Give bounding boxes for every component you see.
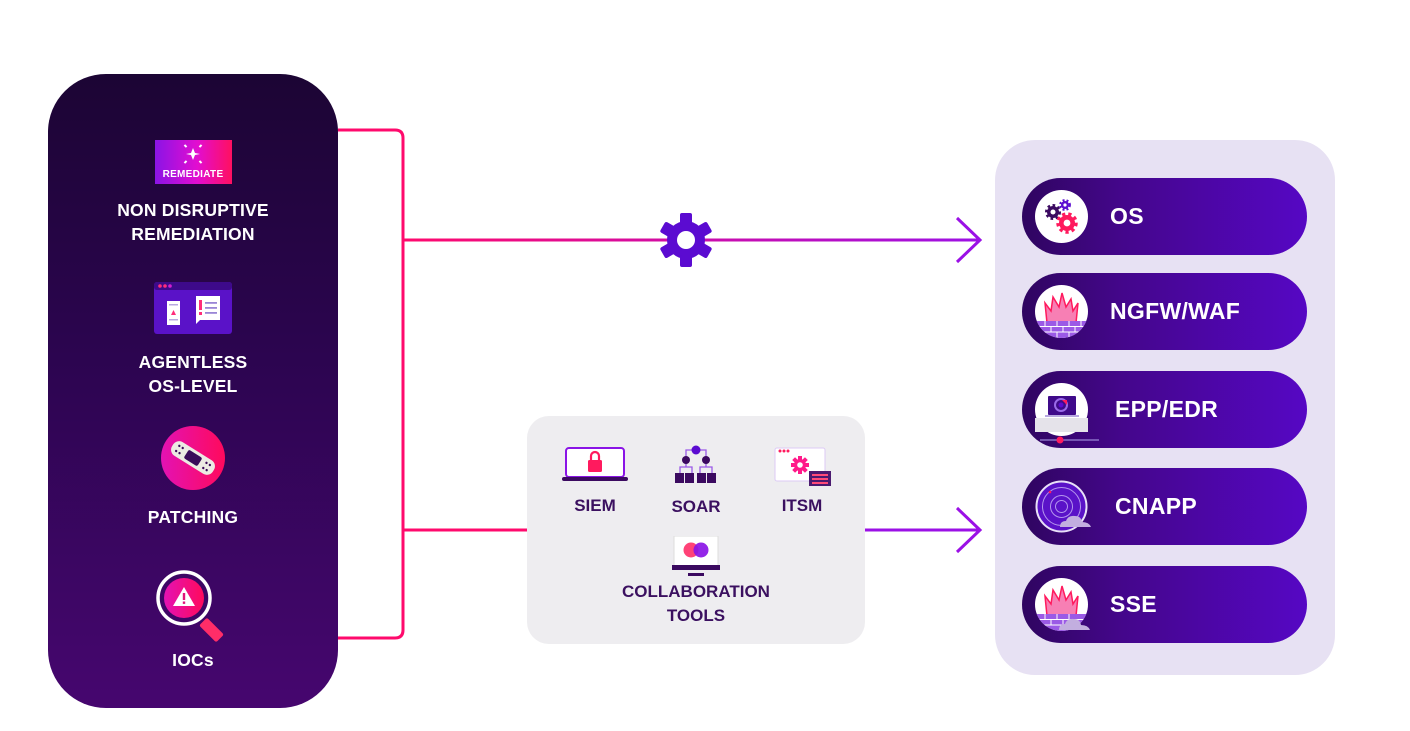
integration-label: SOAR	[671, 497, 721, 516]
target-os: OS	[1022, 178, 1307, 255]
capability-patching: PATCHING	[48, 426, 338, 529]
bracket-line	[338, 128, 405, 640]
top-arrow-head	[955, 216, 983, 264]
integration-label: SIEM	[574, 496, 616, 515]
sparkle-icon	[183, 144, 203, 164]
agentless-window-icon	[154, 282, 232, 334]
target-label: NGFW/WAF	[1110, 298, 1241, 324]
integration-itsm: ITSM	[772, 446, 832, 518]
remediate-badge-icon: REMEDIATE	[154, 140, 232, 184]
laptop-shield-icon	[1035, 383, 1099, 444]
integration-siem: SIEM	[562, 446, 628, 518]
monitor-circles-icon	[672, 536, 720, 576]
target-cnapp: CNAPP	[1022, 468, 1307, 545]
bandage-icon	[161, 426, 225, 490]
capability-iocs: IOCs	[48, 568, 338, 672]
targets-panel: OS NGFW/WAF	[995, 140, 1335, 675]
gear-icon	[660, 213, 712, 267]
capability-label: NON DISRUPTIVE REMEDIATION	[117, 200, 269, 244]
capability-label: AGENTLESS OS-LEVEL	[138, 352, 248, 396]
target-label: CNAPP	[1115, 493, 1198, 519]
firewall-flame-icon	[1035, 285, 1088, 338]
remediate-badge-text: REMEDIATE	[162, 169, 224, 180]
cloud-radar-icon	[1035, 480, 1091, 533]
magnifier-warning-icon	[156, 570, 224, 642]
gears-icon	[1035, 190, 1088, 243]
target-epp-edr: EPP/EDR	[1022, 371, 1307, 448]
capability-agentless: AGENTLESS OS-LEVEL	[48, 282, 338, 398]
target-ngfw-waf: NGFW/WAF	[1022, 273, 1307, 350]
capability-label: PATCHING	[147, 507, 239, 527]
capability-label: IOCs	[172, 650, 214, 670]
hierarchy-icon	[675, 445, 716, 483]
integration-soar: SOAR	[666, 445, 726, 519]
mid-arrow-head	[955, 506, 983, 554]
cloud-firewall-icon	[1035, 578, 1090, 631]
capabilities-panel: REMEDIATE NON DISRUPTIVE REMEDIATION AGE…	[48, 74, 338, 708]
integration-label: COLLABORATION TOOLS	[622, 582, 770, 625]
target-label: SSE	[1110, 591, 1157, 617]
window-gear-icon	[774, 447, 831, 486]
target-label: OS	[1110, 203, 1144, 229]
integrations-panel: SIEM SOAR	[527, 416, 865, 644]
integration-label: ITSM	[781, 496, 823, 515]
integration-collaboration: COLLABORATION TOOLS	[596, 536, 796, 628]
laptop-lock-icon	[562, 447, 628, 481]
capability-remediation: REMEDIATE NON DISRUPTIVE REMEDIATION	[48, 140, 338, 246]
target-label: EPP/EDR	[1115, 396, 1219, 422]
target-sse: SSE	[1022, 566, 1307, 643]
